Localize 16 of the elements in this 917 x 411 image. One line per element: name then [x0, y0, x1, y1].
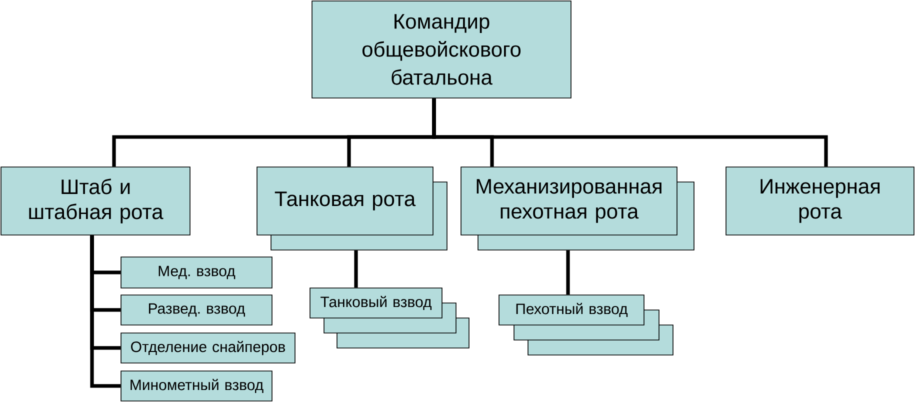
node-label: Танковый взвод: [320, 296, 432, 310]
unit-box: Командир общевойскового батальона: [312, 0, 572, 98]
unit-box: Отделение снайперов: [120, 332, 296, 364]
unit-box: Мед. взвод: [120, 256, 272, 288]
stacked-unit-box: Механизированная пехотная рота: [460, 166, 694, 250]
connector-line: [90, 235, 121, 388]
stacked-unit-box: Танковый взвод: [310, 288, 470, 348]
stacked-unit-box: Танковая рота: [256, 166, 448, 250]
unit-box: Развед. взвод: [120, 294, 272, 326]
unit-box: Инженерная рота: [726, 166, 914, 236]
connector-line: [432, 98, 828, 167]
unit-box: Штаб и штабная рота: [0, 166, 190, 236]
stacked-unit-box: Пехотный взвод: [498, 294, 674, 356]
connector-line: [566, 250, 570, 295]
unit-box: Минометный взвод: [120, 370, 272, 402]
connector-line: [354, 250, 358, 288]
